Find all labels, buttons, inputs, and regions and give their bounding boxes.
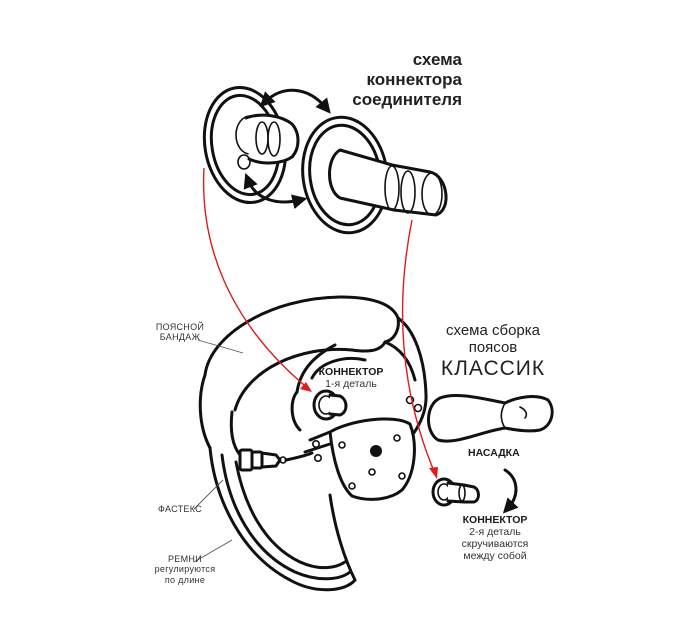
connector-part-one-illustration [202,85,300,205]
harness-straps [208,446,357,592]
connector-two-label: КОННЕКТОР 2-я деталь скручиваются между … [461,514,529,563]
harness-connector-one [312,389,348,421]
second-connector-illustration [431,477,480,507]
fastex-buckle [238,448,314,472]
assembly-scheme-title: схема сборка поясов КЛАССИК [440,322,546,380]
rotation-arrows [243,88,331,210]
attachment-label: НАСАДКА [468,447,520,459]
harness-illustration [198,295,428,457]
fastex-label: ФАСТЕКС [158,504,202,514]
belt-label: ПОЯСНОЙ БАНДАЖ [155,322,205,343]
connector-scheme-title: схема коннектора соединителя [352,50,462,109]
red-guide-arrows [202,167,438,479]
attachment-arrow [502,468,519,514]
connector-part-two-illustration [301,115,448,235]
straps-label: РЕМНИ регулируются по длине [154,554,216,585]
connector-one-label: КОННЕКТОР 1-я деталь [318,366,384,391]
leader-lines [193,339,244,563]
dildo-attachment-illustration [427,394,554,443]
harness-plate [303,417,416,501]
